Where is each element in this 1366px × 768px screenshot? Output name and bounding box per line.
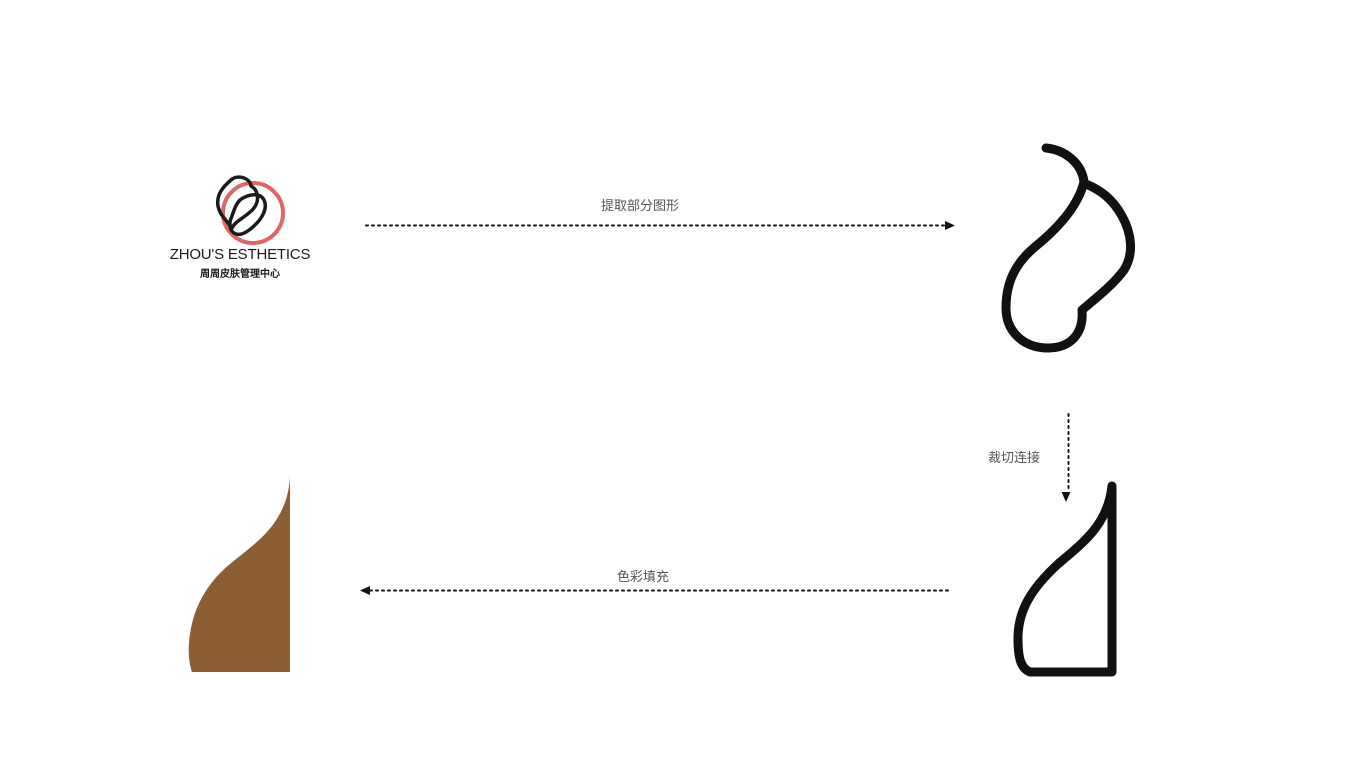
brand-name-en: ZHOU'S ESTHETICS xyxy=(169,246,311,263)
arrow-color-fill xyxy=(360,586,949,595)
cut-connected-path xyxy=(1013,481,1117,677)
arrow-extract xyxy=(365,221,955,230)
extracted-shape-outline xyxy=(1001,143,1135,353)
logo-glyph-upper xyxy=(215,175,260,230)
brand-name-cn: 周周皮肤管理中心 xyxy=(200,269,280,280)
cut-connected-shape xyxy=(1013,481,1117,677)
color-filled-shape xyxy=(188,476,290,672)
step-label-cut-connect: 裁切连接 xyxy=(988,451,1041,466)
logo-mark-icon xyxy=(215,175,285,245)
step-label-extract: 提取部分图形 xyxy=(601,199,680,214)
step-label-color-fill: 色彩填充 xyxy=(617,570,670,585)
arrow-cut-connect xyxy=(1061,413,1071,502)
logo-accent-circle xyxy=(221,181,285,245)
color-filled-path xyxy=(188,476,290,672)
brand-logo: ZHOU'S ESTHETICS 周周皮肤管理中心 xyxy=(160,168,320,288)
extracted-shape-path xyxy=(1001,143,1135,353)
logo-glyph-lower xyxy=(228,193,268,237)
